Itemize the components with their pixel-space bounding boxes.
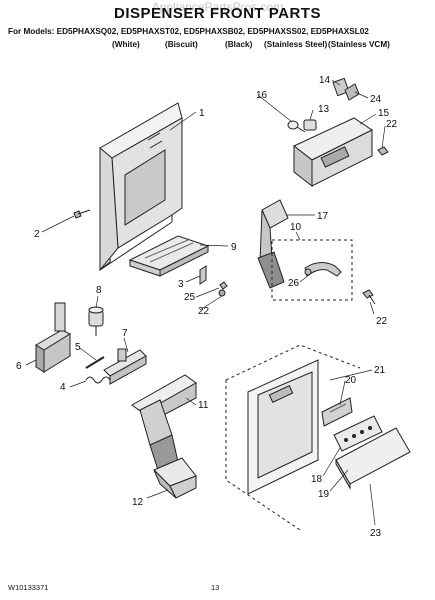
leader-lines <box>25 79 386 526</box>
color-biscuit: (Biscuit) <box>165 40 198 49</box>
color-stainless-vcm: (Stainless VCM) <box>328 40 390 49</box>
solenoid-part-8 <box>88 306 104 336</box>
models-line: For Models: ED5PHAXSQ02, ED5PHAXST02, ED… <box>8 27 369 36</box>
callout-17: 17 <box>317 211 329 222</box>
paddle-arm-part-17 <box>257 199 289 289</box>
callout-22-top: 22 <box>386 119 398 130</box>
callout-24: 24 <box>370 94 382 105</box>
pin-part-5 <box>85 356 105 369</box>
callout-10: 10 <box>290 222 302 233</box>
callout-14: 14 <box>319 75 331 86</box>
callout-20: 20 <box>345 375 357 386</box>
dispenser-cover-part-15 <box>293 117 373 188</box>
callout-9: 9 <box>231 242 237 253</box>
callout-1: 1 <box>199 108 205 119</box>
callout-7: 7 <box>122 328 128 339</box>
dispenser-module-part-6 <box>35 302 72 373</box>
callout-13: 13 <box>318 104 330 115</box>
document-number: W10133371 <box>8 583 49 592</box>
light-bulb-part-16 <box>287 120 306 133</box>
page-number: 13 <box>211 583 220 592</box>
callout-19: 19 <box>318 489 330 500</box>
callout-18: 18 <box>311 474 323 485</box>
callout-8: 8 <box>96 285 102 296</box>
drip-tray-part-9 <box>128 235 210 277</box>
spring-part-4 <box>85 376 111 384</box>
color-stainless-steel: (Stainless Steel) <box>264 40 328 49</box>
callout-16: 16 <box>256 90 268 101</box>
socket-part-13 <box>303 119 317 131</box>
cup-part-12 <box>153 457 197 499</box>
callout-3: 3 <box>178 279 184 290</box>
screw-part-22-top <box>377 146 389 156</box>
screw-part-22-middle <box>218 289 226 297</box>
callout-4: 4 <box>60 382 66 393</box>
lever-group-part-10 <box>271 239 353 301</box>
screw-part-2 <box>73 209 91 219</box>
callout-26: 26 <box>288 278 300 289</box>
screw-part-25 <box>219 281 228 290</box>
lever-part-7 <box>103 348 147 385</box>
callout-25: 25 <box>184 292 196 303</box>
callout-22-middle: 22 <box>198 306 210 317</box>
callout-6: 6 <box>16 361 22 372</box>
callout-12: 12 <box>132 497 144 508</box>
screw-part-22-right <box>362 289 376 305</box>
callout-21: 21 <box>374 365 386 376</box>
callout-15: 15 <box>378 108 390 119</box>
clip-part-3 <box>199 265 207 285</box>
color-white: (White) <box>112 40 140 49</box>
callout-11: 11 <box>198 400 209 411</box>
front-panel-part-21 <box>225 344 361 531</box>
watermark: AppliancePartsPros.com <box>151 0 284 14</box>
callout-2: 2 <box>34 229 40 240</box>
control-board-part-20 <box>321 397 353 427</box>
page-title: DISPENSER FRONT PARTS <box>114 5 321 22</box>
callout-23: 23 <box>370 528 382 539</box>
color-black: (Black) <box>225 40 253 49</box>
callout-22-right: 22 <box>376 316 388 327</box>
callout-5: 5 <box>75 342 81 353</box>
keypad-part-18 <box>333 415 383 452</box>
housing-part-1 <box>99 102 183 272</box>
overlay-part-23 <box>335 427 411 490</box>
actuator-part-11 <box>131 374 197 471</box>
